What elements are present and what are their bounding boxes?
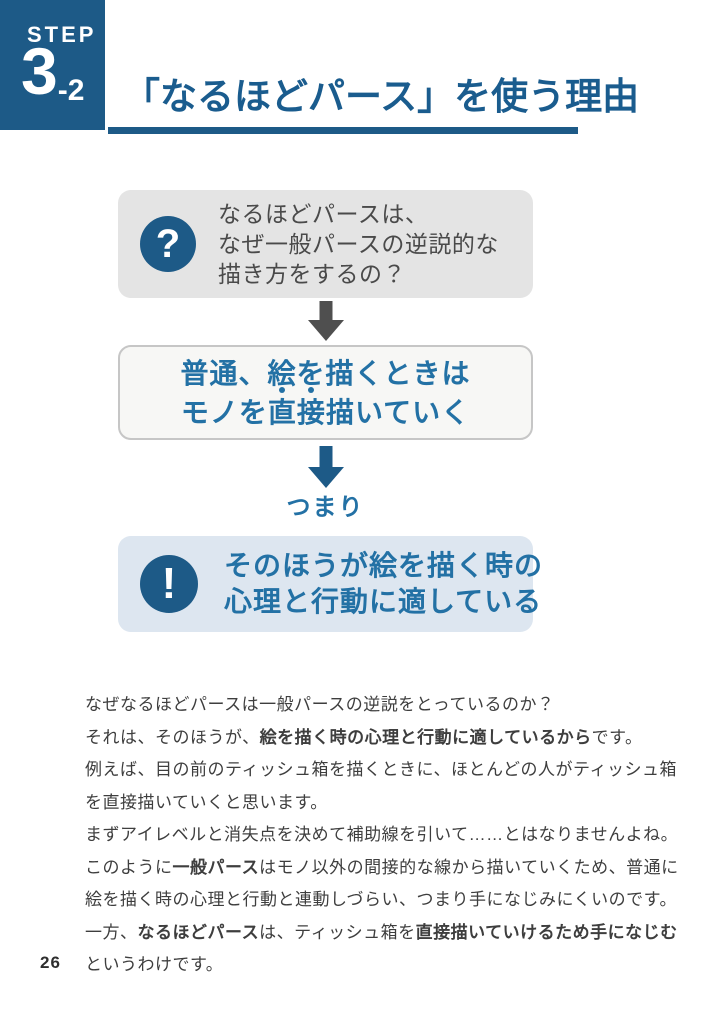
question-text: なるほどパースは、 なぜ一般パースの逆説的な 描き方をするの？ [218,199,499,289]
step-label: STEP [27,22,97,47]
exclamation-glyph: ! [161,559,177,608]
title-underline [108,127,578,134]
exclamation-icon: ! [140,555,198,613]
body-line: というわけです。 [85,955,224,974]
body-line: を直接描いていくと思います。 [85,792,328,812]
question-line: 描き方をするの？ [218,261,406,287]
step-number: 3 [21,34,58,108]
page-title: 「なるほどパース」を使う理由 [123,76,640,117]
body-line: 一方、なるほどパースは、ティッシュ箱を直接描いていけるため手になじむ [85,922,678,942]
question-mark-icon: ? [140,216,196,272]
body-line: なぜなるほどパースは一般パースの逆説をとっているのか？ [85,695,555,714]
answer-line: そのほうが絵を描く時の [224,550,544,581]
body-line: 例えば、目の前のティッシュ箱を描くときに、ほとんどの人がティッシュ箱 [85,760,677,779]
emphasized-char: 接 [297,393,326,432]
question-line: なぜ一般パースの逆説的な [218,231,499,257]
statement-box: 普通、絵を描くときは モノを直接描いていく [118,345,533,440]
step-sub-number: -2 [57,74,85,107]
body-line: まずアイレベルと消失点を決めて補助線を引いて……とはなりませんよね。 [85,825,679,844]
flowchart: ? なるほどパースは、 なぜ一般パースの逆説的な 描き方をするの？ 普通、絵を描… [118,190,542,632]
question-mark-glyph: ? [155,221,181,266]
step-badge: STEP 3-2 [0,0,105,130]
step-number-group: 3-2 [21,38,84,106]
page-number: 26 [40,953,61,972]
down-arrow-dark-icon [307,301,344,341]
body-paragraph: なぜなるほどパースは一般パースの逆説をとっているのか？ それは、そのほうが、絵を描… [85,689,679,982]
question-line: なるほどパースは、 [218,201,429,227]
answer-box: ! そのほうが絵を描く時の 心理と行動に適している [118,536,542,632]
answer-text: そのほうが絵を描く時の 心理と行動に適している [224,548,543,620]
body-line: このように一般パースはモノ以外の間接的な線から描いていくため、普通に [85,857,679,877]
emphasized-char: 直 [268,393,297,432]
statement-line: 普通、絵を描くときは [180,357,471,389]
body-line: 絵を描く時の心理と行動と連動しづらい、つまり手になじみにくいのです。 [85,890,677,909]
statement-line-emphasized: モノを直接描いていく [181,393,470,432]
down-arrow-blue-icon [307,446,344,488]
body-line: それは、そのほうが、絵を描く時の心理と行動に適しているからです。 [85,727,643,747]
answer-line: 心理と行動に適している [224,586,543,617]
question-box: ? なるほどパースは、 なぜ一般パースの逆説的な 描き方をするの？ [118,190,533,298]
connector-label: つまり [286,494,365,521]
